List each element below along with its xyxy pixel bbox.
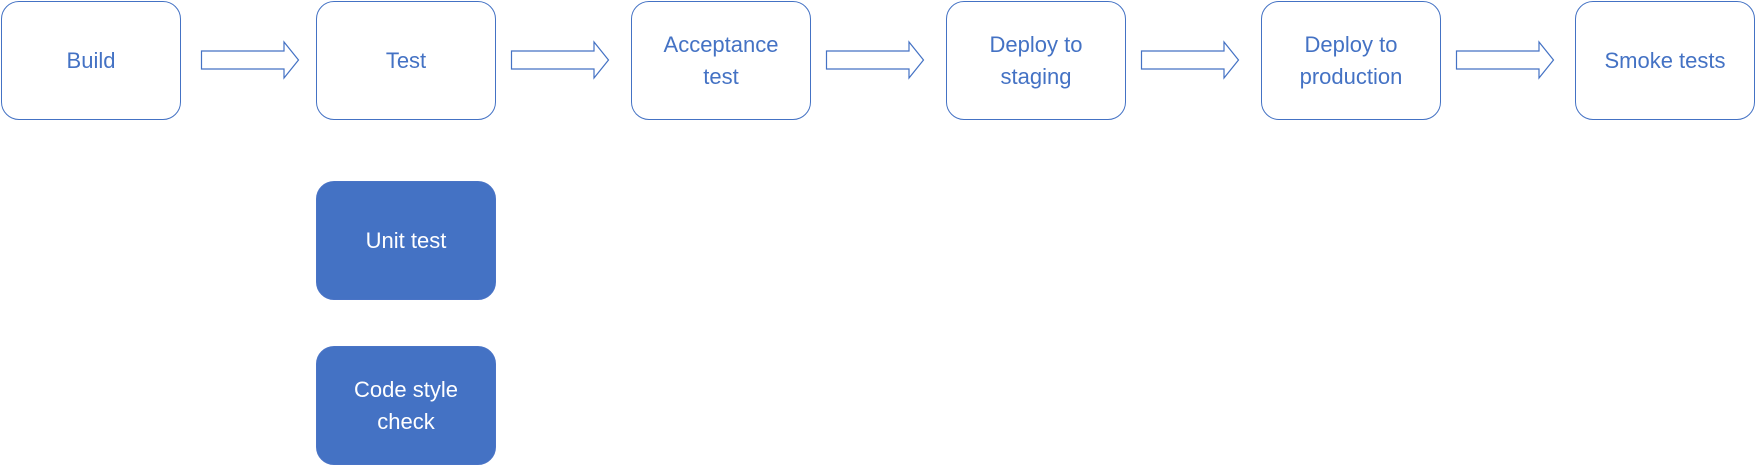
stage-build-label: Build <box>66 47 116 73</box>
substep-code-style-check: Code style check <box>316 346 496 465</box>
arrow-right-icon <box>1140 40 1240 80</box>
substep-code-style-check-label: Code style check <box>354 376 458 434</box>
stage-smoke-tests: Smoke tests <box>1575 1 1755 120</box>
stage-deploy-staging-label: Deploy to staging <box>989 31 1083 89</box>
stage-test: Test <box>316 1 496 120</box>
arrow-right-icon <box>510 40 610 80</box>
stage-acceptance-test-label: Acceptance test <box>663 31 779 89</box>
stage-build: Build <box>1 1 181 120</box>
arrow-right-icon <box>1455 40 1555 80</box>
substep-unit-test-label: Unit test <box>365 227 447 253</box>
substep-unit-test: Unit test <box>316 181 496 300</box>
stage-deploy-production-label: Deploy to production <box>1299 31 1403 89</box>
arrow-right-icon <box>200 40 300 80</box>
stage-deploy-production: Deploy to production <box>1261 1 1441 120</box>
stage-test-label: Test <box>385 47 427 73</box>
stage-deploy-staging: Deploy to staging <box>946 1 1126 120</box>
stage-acceptance-test: Acceptance test <box>631 1 811 120</box>
stage-smoke-tests-label: Smoke tests <box>1604 47 1726 73</box>
arrow-right-icon <box>825 40 925 80</box>
